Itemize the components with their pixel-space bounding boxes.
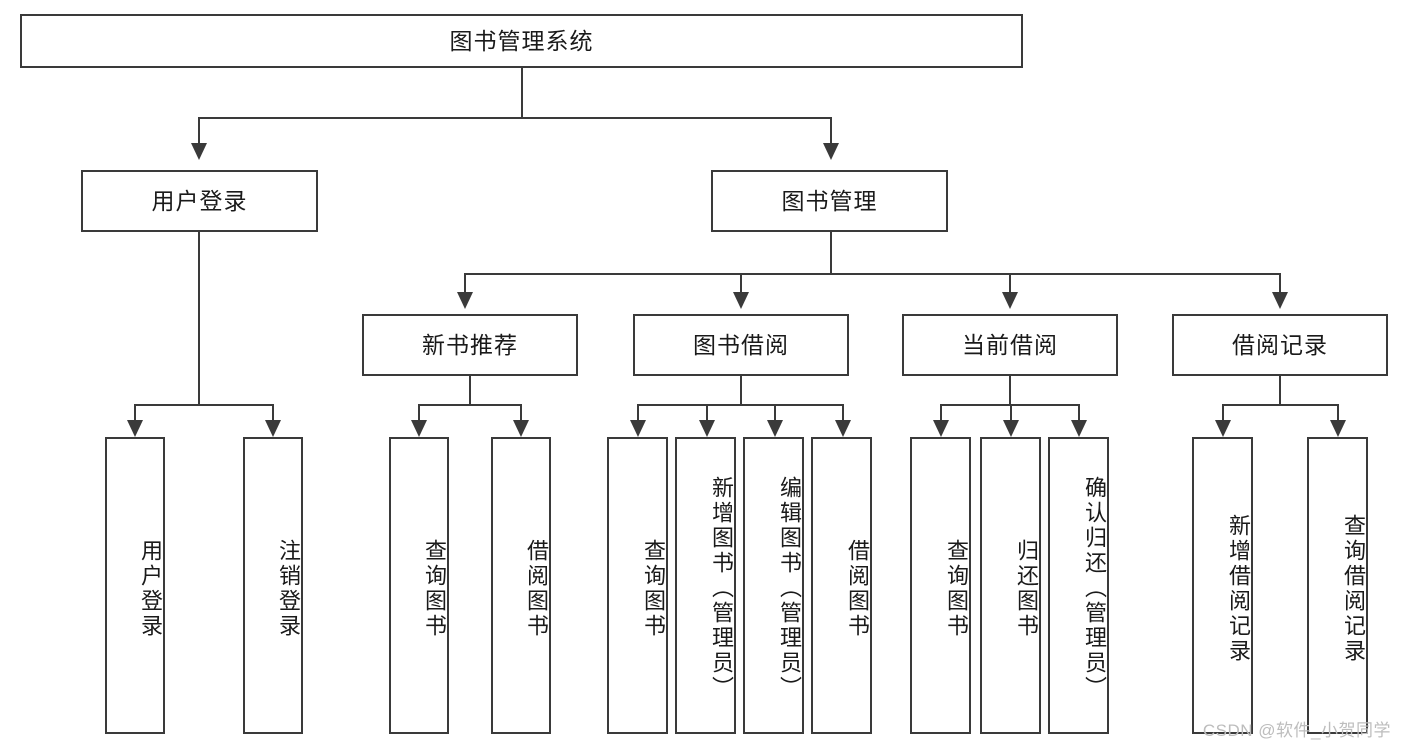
node-label: 图书借阅 — [693, 331, 789, 358]
connector-borrow-record-stem — [1279, 376, 1281, 405]
node-label: 确认归还（管理员） — [1082, 476, 1107, 701]
connector-book-management-stem — [830, 232, 832, 274]
connector-root-to-user-login — [198, 117, 200, 144]
arrow-current-borrow-leaf-3 — [1071, 420, 1087, 437]
connector-borrow-record-bus — [1222, 404, 1339, 406]
leaf-book-borrow-edit[interactable]: 编辑图书（管理员） — [743, 437, 804, 734]
csdn-watermark: CSDN @软件_小贺同学 — [1202, 721, 1391, 740]
node-label: 编辑图书（管理员） — [777, 476, 802, 701]
connector-current-borrow-stem — [1009, 376, 1011, 405]
leaf-user-login-login[interactable]: 用户登录 — [105, 437, 165, 734]
node-label: 借阅图书 — [524, 538, 549, 639]
node-label: 新增图书（管理员） — [709, 476, 734, 701]
arrow-user-login-leaf-2 — [265, 420, 281, 437]
connector-user-login-leaf-2 — [272, 404, 274, 424]
arrow-borrow-record-leaf-2 — [1330, 420, 1346, 437]
node-label: 注销登录 — [276, 538, 301, 639]
leaf-borrow-record-query[interactable]: 查询借阅记录 — [1307, 437, 1368, 734]
connector-bm-to-borrow-record — [1279, 273, 1281, 294]
connector-root-to-book-management — [830, 117, 832, 144]
arrow-new-book-leaf-1 — [411, 420, 427, 437]
leaf-user-login-logout[interactable]: 注销登录 — [243, 437, 303, 734]
arrow-borrow-record-leaf-1 — [1215, 420, 1231, 437]
node-user-login[interactable]: 用户登录 — [81, 170, 318, 232]
leaf-current-borrow-query[interactable]: 查询图书 — [910, 437, 971, 734]
arrow-current-borrow-leaf-1 — [933, 420, 949, 437]
connector-book-borrow-leaf-4 — [842, 404, 844, 424]
leaf-current-borrow-confirm-return[interactable]: 确认归还（管理员） — [1048, 437, 1109, 734]
arrow-user-login-leaf-1 — [127, 420, 143, 437]
leaf-new-book-borrow[interactable]: 借阅图书 — [491, 437, 551, 734]
connector-user-login-leaf-1 — [134, 404, 136, 424]
connector-borrow-record-leaf-2 — [1337, 404, 1339, 424]
arrow-book-borrow-leaf-4 — [835, 420, 851, 437]
arrow-book-borrow-leaf-3 — [767, 420, 783, 437]
node-label: 借阅图书 — [845, 538, 870, 639]
leaf-borrow-record-add[interactable]: 新增借阅记录 — [1192, 437, 1253, 734]
connector-borrow-record-leaf-1 — [1222, 404, 1224, 424]
arrow-root-to-user-login — [191, 143, 207, 160]
node-root-book-management-system[interactable]: 图书管理系统 — [20, 14, 1023, 68]
connector-current-borrow-leaf-2 — [1010, 404, 1012, 424]
connector-bm-to-new-book — [464, 273, 466, 294]
leaf-current-borrow-return[interactable]: 归还图书 — [980, 437, 1041, 734]
arrow-bm-to-current-borrow — [1002, 292, 1018, 309]
connector-book-borrow-leaf-2 — [706, 404, 708, 424]
connector-root-bus — [198, 117, 832, 119]
connector-book-management-bus — [464, 273, 1280, 275]
node-label: 新增借阅记录 — [1226, 513, 1251, 664]
connector-book-borrow-stem — [740, 376, 742, 405]
connector-book-borrow-leaf-3 — [774, 404, 776, 424]
arrow-bm-to-borrow-record — [1272, 292, 1288, 309]
connector-bm-to-current-borrow — [1009, 273, 1011, 294]
node-label: 归还图书 — [1014, 538, 1039, 639]
node-label: 图书管理系统 — [449, 27, 594, 54]
arrow-book-borrow-leaf-2 — [699, 420, 715, 437]
connector-user-login-bus — [134, 404, 274, 406]
leaf-book-borrow-add[interactable]: 新增图书（管理员） — [675, 437, 736, 734]
connector-new-book-stem — [469, 376, 471, 405]
arrow-bm-to-book-borrow — [733, 292, 749, 309]
arrow-book-borrow-leaf-1 — [630, 420, 646, 437]
connector-book-borrow-leaf-1 — [637, 404, 639, 424]
node-label: 用户登录 — [151, 187, 248, 214]
connector-current-borrow-leaf-1 — [940, 404, 942, 424]
node-label: 查询图书 — [944, 538, 969, 639]
node-label: 新书推荐 — [422, 331, 518, 358]
connector-root-stem — [521, 68, 523, 118]
arrow-current-borrow-leaf-2 — [1003, 420, 1019, 437]
connector-new-book-bus — [418, 404, 522, 406]
node-label: 用户登录 — [138, 538, 163, 639]
node-book-borrow[interactable]: 图书借阅 — [633, 314, 849, 376]
node-label: 查询图书 — [422, 538, 447, 639]
leaf-book-borrow-query[interactable]: 查询图书 — [607, 437, 668, 734]
arrow-new-book-leaf-2 — [513, 420, 529, 437]
connector-bm-to-book-borrow — [740, 273, 742, 294]
node-label: 查询借阅记录 — [1341, 513, 1366, 664]
node-label: 查询图书 — [641, 538, 666, 639]
node-label: 图书管理 — [781, 187, 878, 214]
node-borrow-record[interactable]: 借阅记录 — [1172, 314, 1388, 376]
node-new-book-recommend[interactable]: 新书推荐 — [362, 314, 578, 376]
leaf-book-borrow-borrow[interactable]: 借阅图书 — [811, 437, 872, 734]
arrow-bm-to-new-book — [457, 292, 473, 309]
connector-user-login-stem — [198, 232, 200, 405]
connector-new-book-leaf-1 — [418, 404, 420, 424]
node-label: 当前借阅 — [962, 331, 1058, 358]
node-current-borrow[interactable]: 当前借阅 — [902, 314, 1118, 376]
connector-current-borrow-leaf-3 — [1078, 404, 1080, 424]
connector-book-borrow-bus — [637, 404, 844, 406]
node-label: 借阅记录 — [1232, 331, 1328, 358]
leaf-new-book-query[interactable]: 查询图书 — [389, 437, 449, 734]
arrow-root-to-book-management — [823, 143, 839, 160]
node-book-management[interactable]: 图书管理 — [711, 170, 948, 232]
connector-new-book-leaf-2 — [520, 404, 522, 424]
